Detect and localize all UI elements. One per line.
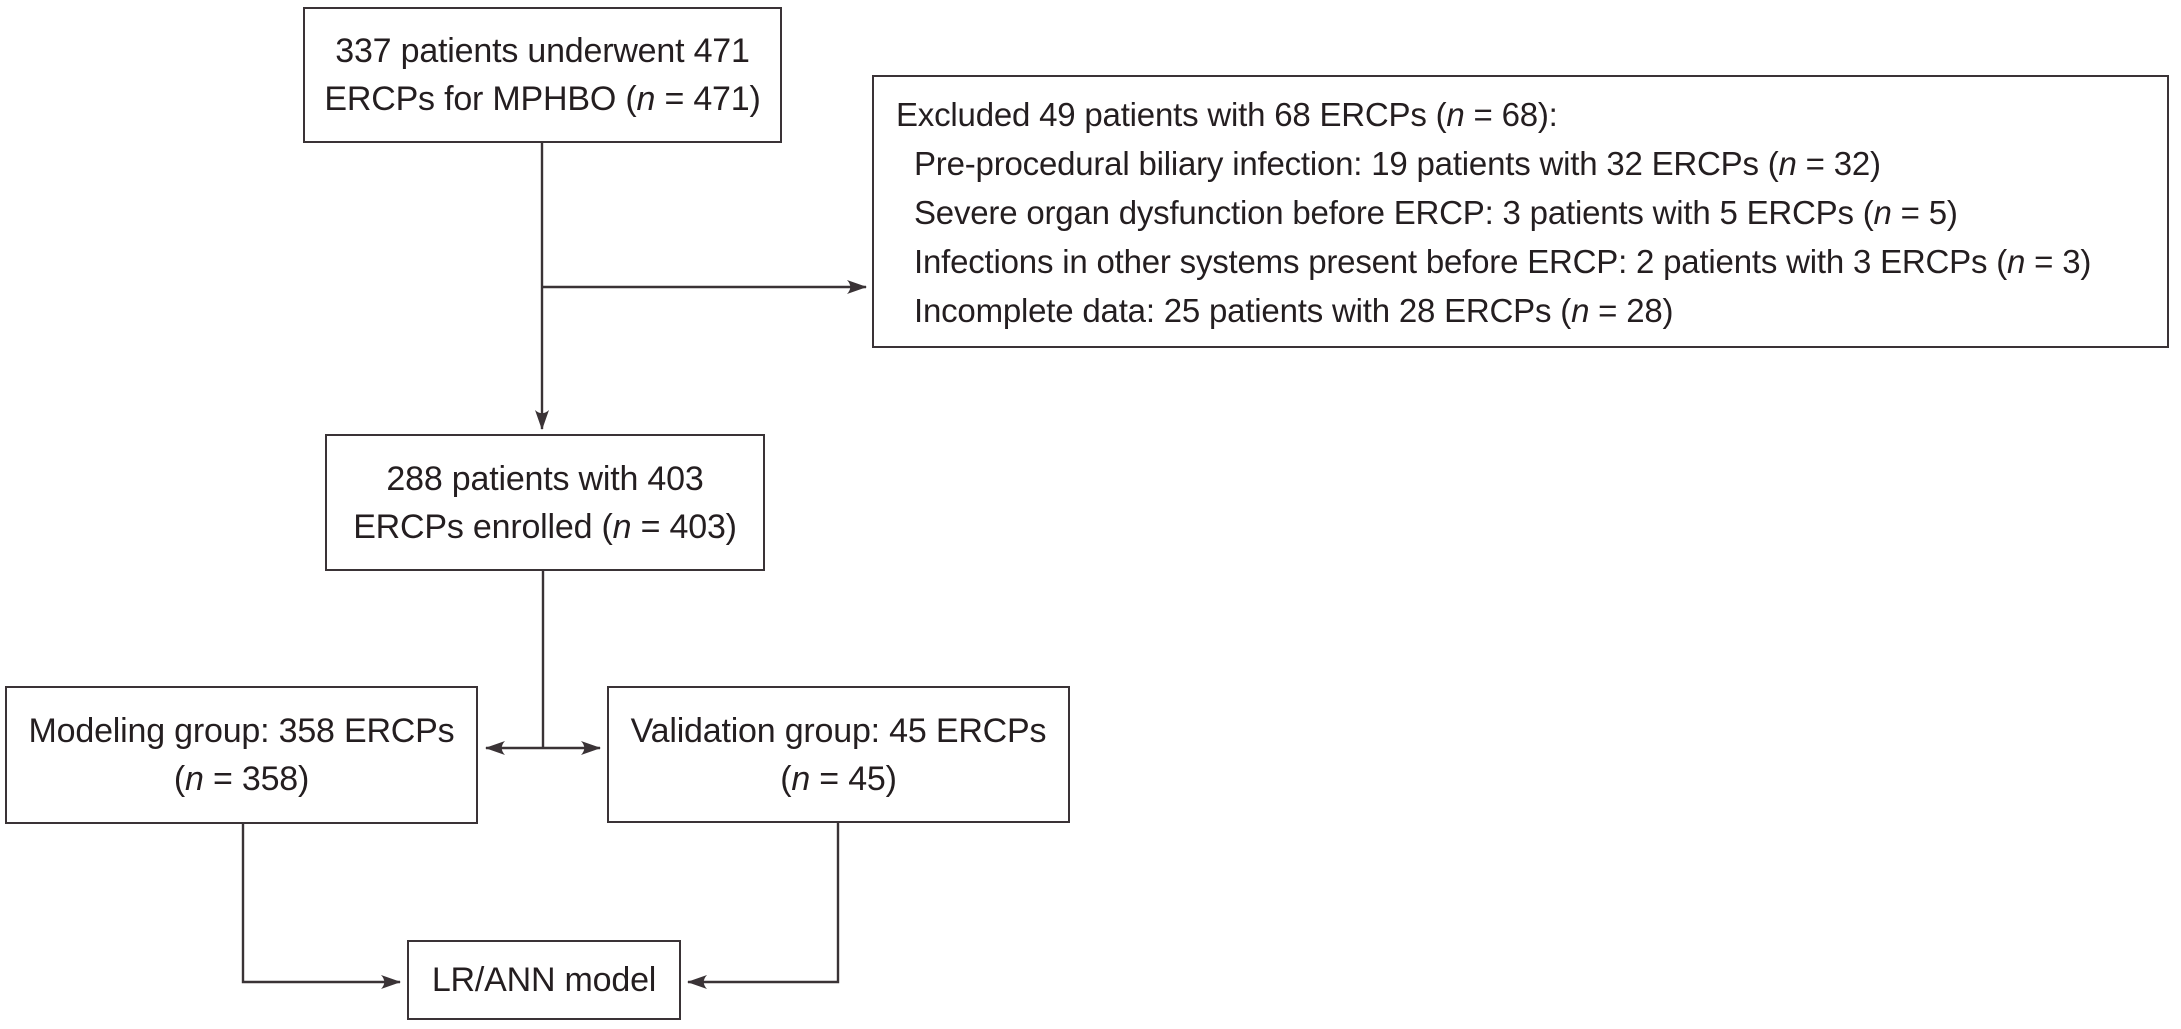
text-line: (n = 358) [173, 760, 310, 798]
box-validation-group: Validation group: 45 ERCPs (n = 45) [607, 686, 1070, 823]
text-line: Incomplete data: 25 patients with 28 ERC… [914, 292, 1674, 329]
box-lr-ann-model: LR/ANN model [407, 940, 681, 1020]
text-line: Modeling group: 358 ERCPs [28, 712, 455, 750]
text-line: Pre-procedural biliary infection: 19 pat… [914, 145, 1881, 182]
arrow-modeling-to-model [241, 824, 401, 989]
text-line: 337 patients underwent 471 [335, 32, 750, 70]
text-line: Infections in other systems present befo… [914, 243, 2092, 280]
box-modeling-group: Modeling group: 358 ERCPs (n = 358) [5, 686, 478, 824]
box-enrolled: 288 patients with 403 ERCPs enrolled (n … [325, 434, 765, 571]
text-line: Severe organ dysfunction before ERCP: 3 … [914, 194, 1958, 231]
box-excluded: Excluded 49 patients with 68 ERCPs (n = … [872, 75, 2169, 348]
arrow-validation-to-model [687, 823, 840, 989]
text-line: (n = 45) [780, 759, 897, 798]
text-line: ERCPs for MPHBO (n = 471) [324, 80, 761, 118]
box-initial-cohort: 337 patients underwent 471 ERCPs for MPH… [303, 7, 782, 143]
text-line: ERCPs enrolled (n = 403) [353, 507, 737, 546]
text-line: 288 patients with 403 [386, 459, 704, 498]
text-line: LR/ANN model [431, 961, 657, 999]
text-line: Validation group: 45 ERCPs [630, 711, 1047, 750]
text-line: Excluded 49 patients with 68 ERCPs (n = … [896, 96, 1558, 133]
